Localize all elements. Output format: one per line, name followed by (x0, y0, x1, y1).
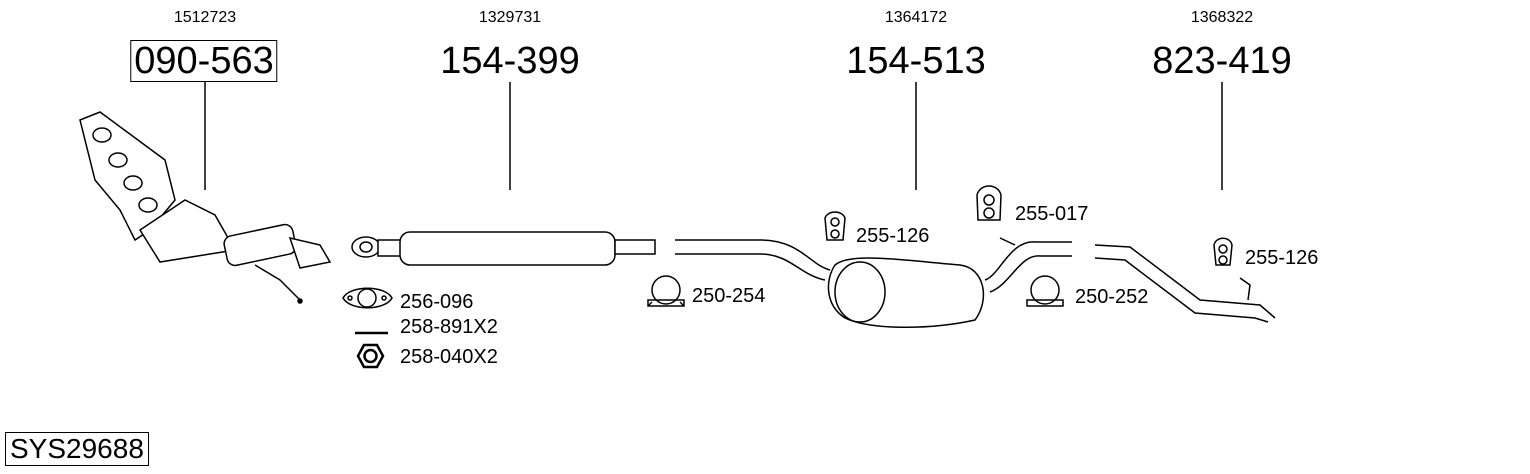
part-number[interactable]: 823-419 (1152, 40, 1292, 82)
oe-number: 1329731 (478, 9, 542, 26)
rubber-hanger-icon (976, 185, 1002, 221)
hanger-label[interactable]: 255-126 (856, 225, 930, 247)
system-code: SYS29688 (5, 432, 149, 466)
oe-number: 1512723 (173, 9, 237, 26)
clamp-label[interactable]: 250-254 (692, 285, 766, 307)
front-silencer-part[interactable] (351, 231, 656, 266)
bolt-label[interactable]: 258-891X2 (400, 316, 498, 338)
nut-label[interactable]: 258-040X2 (400, 346, 498, 368)
clamp-label[interactable]: 250-252 (1075, 286, 1149, 308)
hanger-label[interactable]: 255-017 (1015, 203, 1089, 225)
rubber-hanger-icon (1213, 237, 1233, 266)
oe-number: 1364172 (884, 9, 948, 26)
oe-number: 1368322 (1190, 9, 1254, 26)
clamp-icon (647, 275, 685, 307)
part-number[interactable]: 154-513 (846, 40, 986, 82)
rubber-hanger-icon (824, 211, 846, 241)
nut-icon (356, 343, 385, 369)
rear-silencer-part[interactable] (675, 237, 1072, 328)
tail-pipe-part[interactable] (1094, 244, 1276, 323)
clamp-icon (1026, 275, 1064, 307)
hanger-label[interactable]: 255-126 (1245, 247, 1319, 269)
manifold-catalyst-part[interactable] (79, 111, 332, 304)
gasket-label[interactable]: 256-096 (400, 291, 474, 313)
part-number[interactable]: 154-399 (440, 40, 580, 82)
part-number[interactable]: 090-563 (130, 40, 278, 82)
gasket-icon (342, 287, 393, 309)
